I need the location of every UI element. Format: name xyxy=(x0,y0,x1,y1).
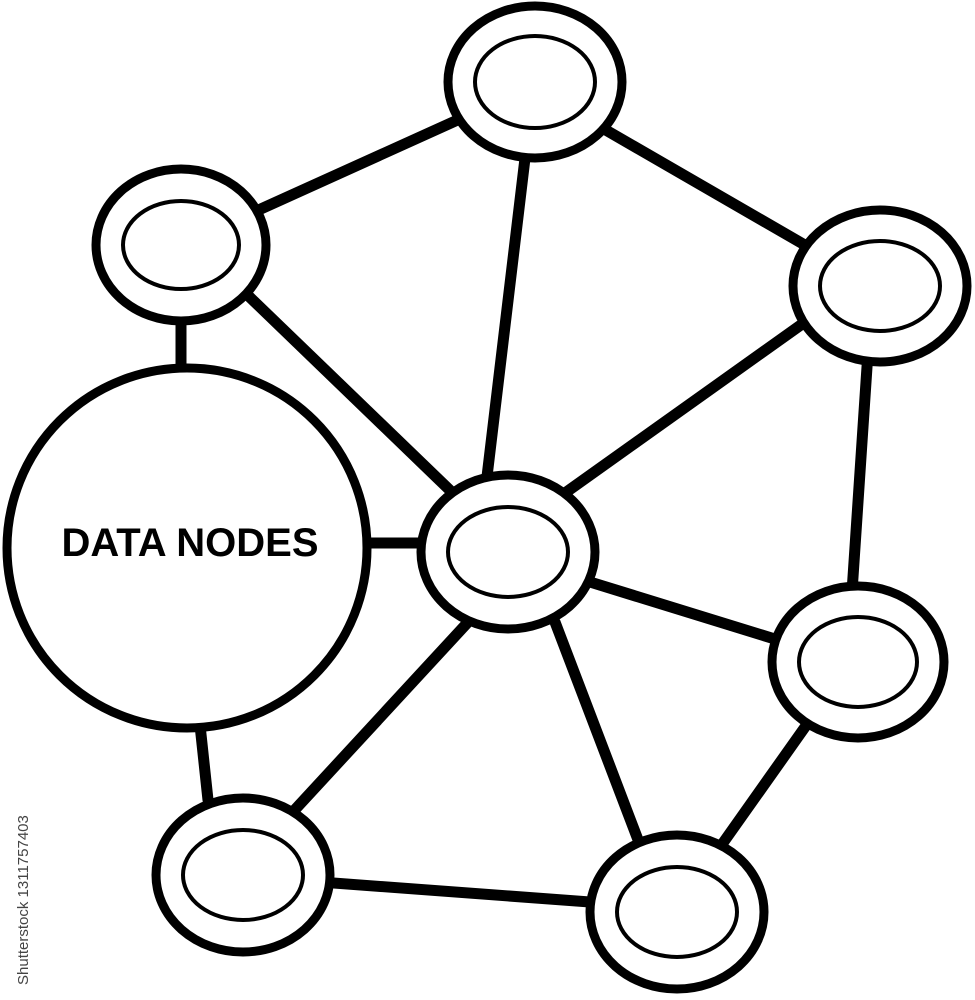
edge-center-right xyxy=(584,576,784,646)
node-right xyxy=(767,581,949,743)
node-top-inner-ring xyxy=(473,34,597,130)
hub-label: DATA NODES xyxy=(61,521,318,565)
edge-top-center xyxy=(480,144,532,491)
node-lower-left-inner-ring xyxy=(181,828,305,922)
edge-upper-right-center xyxy=(559,316,811,499)
watermark-id-text: Shutterstock 1311757403 xyxy=(15,815,32,985)
hub-circle xyxy=(2,363,372,733)
node-bottom-inner-ring xyxy=(615,865,739,959)
node-bottom xyxy=(585,830,769,994)
node-upper-left xyxy=(91,164,271,326)
edge-top-upper-right xyxy=(579,112,816,254)
node-upper-right-inner-ring xyxy=(818,239,942,333)
edge-hub-lower-left xyxy=(194,719,214,806)
node-center-inner-ring xyxy=(446,505,570,599)
edge-upper-left-center xyxy=(226,274,466,506)
node-lower-left xyxy=(151,793,335,957)
hub-node: DATA NODES xyxy=(2,363,372,733)
edge-upper-right-right xyxy=(846,346,874,598)
edge-lower-left-bottom xyxy=(314,876,596,908)
node-upper-right xyxy=(788,205,972,367)
edge-right-bottom xyxy=(712,714,816,856)
edge-center-lower-left xyxy=(284,614,476,821)
node-top xyxy=(443,1,627,163)
edge-center-bottom xyxy=(549,616,646,851)
node-center xyxy=(416,470,600,634)
edges xyxy=(175,112,874,908)
node-right-inner-ring xyxy=(797,615,919,709)
node-upper-left-inner-ring xyxy=(121,199,241,291)
edge-upper-left-top xyxy=(226,112,468,228)
